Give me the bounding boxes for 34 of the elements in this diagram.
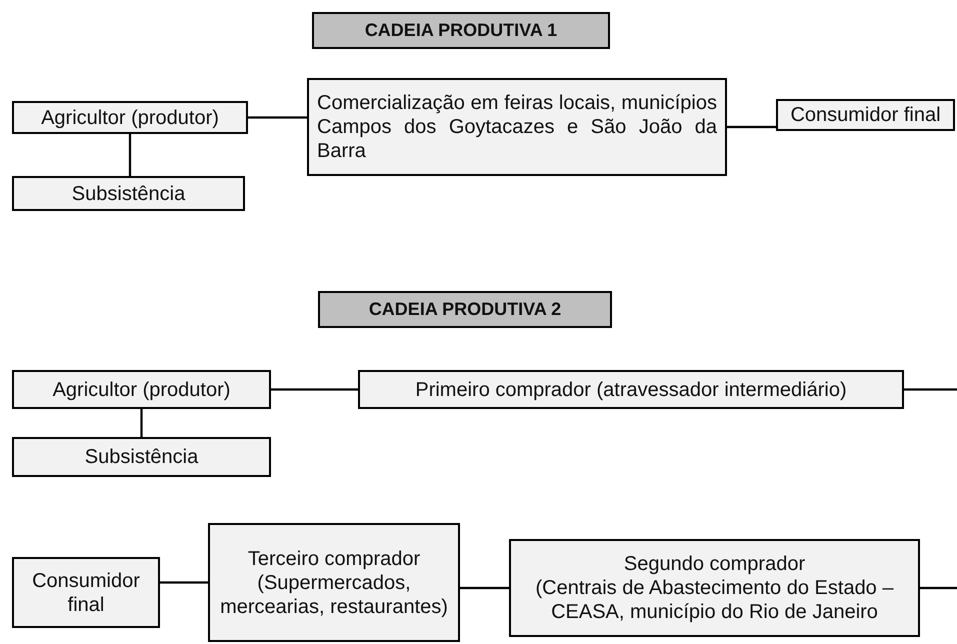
process-box [12, 176, 245, 211]
process-box [12, 101, 248, 134]
title-box [312, 12, 610, 49]
connector-line [140, 409, 143, 437]
connector-line [160, 581, 208, 584]
title-box [318, 291, 612, 328]
box-text: Agricultor (produtor) [41, 106, 219, 130]
process-box [307, 78, 727, 176]
process-box [776, 99, 955, 131]
process-box [12, 437, 271, 477]
box-text: Comercialização em feiras locais, municípios Campos dos Goytacazes e São João da Barra [317, 91, 717, 163]
box-text: Agricultor (produtor) [52, 378, 230, 402]
box-text: Subsistência [84, 445, 198, 469]
box-text: Consumidor final [31, 568, 141, 616]
connector-line [904, 388, 957, 391]
connector-line [271, 388, 358, 391]
connector-line [248, 116, 307, 119]
connector-line [920, 586, 957, 590]
box-text: Terceiro comprador (Supermercados, mercearias, restaurantes) [219, 546, 449, 618]
connector-line [460, 586, 509, 590]
box-text: Primeiro comprador (atravessador intermediário) [415, 378, 847, 402]
connector-line [727, 126, 776, 128]
process-box [509, 539, 920, 637]
box-text: Consumidor final [790, 103, 941, 127]
box-text: CADEIA PRODUTIVA 2 [368, 298, 562, 320]
process-box [358, 370, 904, 409]
box-text: Segundo comprador [624, 552, 806, 576]
box-text: Subsistência [72, 182, 186, 206]
process-box [12, 557, 160, 628]
connector-line [128, 134, 132, 176]
process-box [12, 370, 271, 409]
box-text: (Centrais de Abastecimento do Estado – CEASA, município do Rio de Janeiro [534, 576, 894, 624]
box-text: CADEIA PRODUTIVA 1 [364, 20, 558, 42]
process-box [208, 523, 460, 642]
